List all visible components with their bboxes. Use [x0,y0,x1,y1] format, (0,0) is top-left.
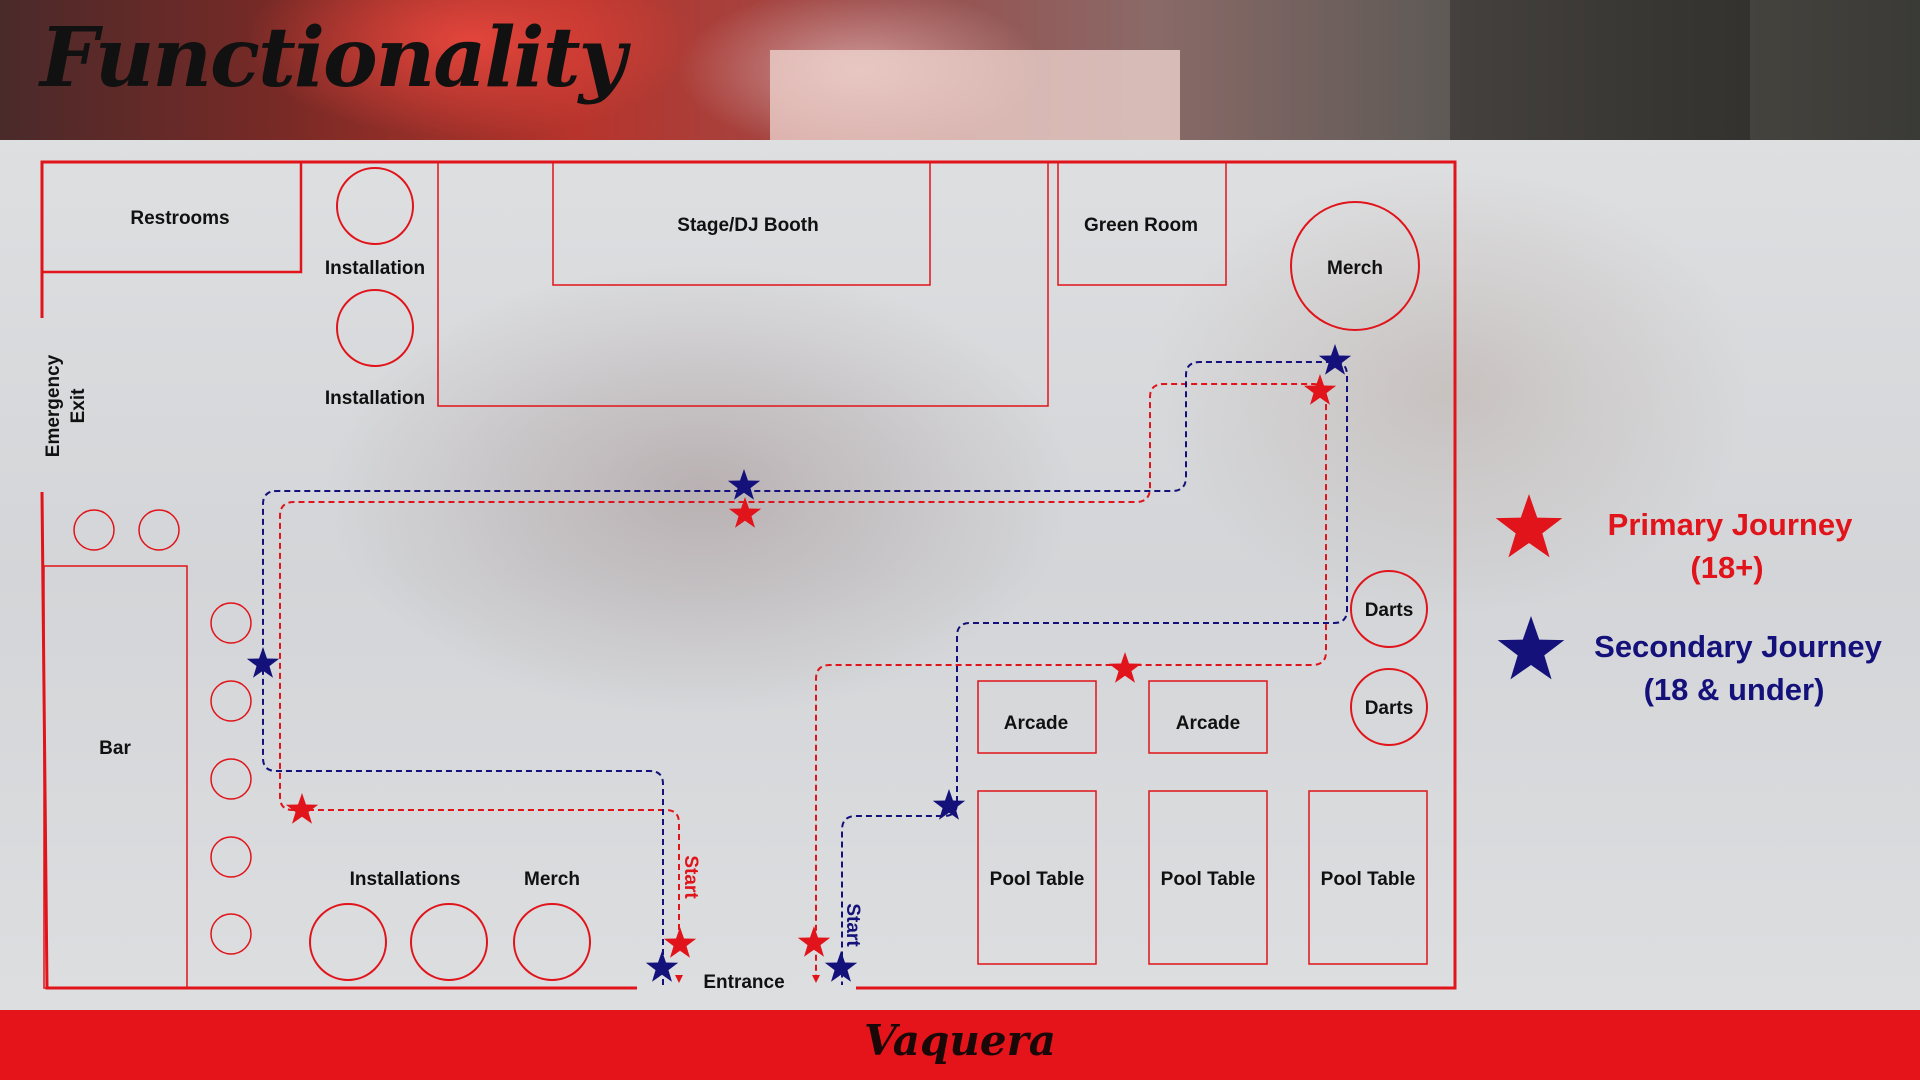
bar-stool-4 [210,836,252,878]
secondary-star-start [645,951,679,982]
pool-table-2-zone [1148,790,1268,965]
pool-table-3-label: Pool Table [1321,869,1416,890]
primary-star-arcade [1108,652,1142,683]
installations-circle-2 [410,903,488,981]
bar-label: Bar [99,738,131,759]
installations-circle-1 [309,903,387,981]
legend-primary-line1: Primary Journey [1608,507,1853,542]
legend-primary-line2: (18+) [1690,550,1763,585]
primary-journey-path-left [279,383,1327,980]
stage-truss-image [1450,0,1750,140]
bar-stool-3 [210,758,252,800]
primary-star-start [663,927,697,958]
red-star-icon [1495,494,1563,558]
arcade-1-zone [977,680,1097,754]
darts-2-circle [1350,668,1428,746]
bar-stool-2 [210,680,252,722]
primary-arrow-tips [675,975,820,983]
installation-2-circle [336,289,414,367]
pool-table-1-label: Pool Table [990,869,1085,890]
page-title: Functionality [40,10,626,106]
legend-secondary-line2: (18 & under) [1644,672,1825,707]
bar-stool-1 [210,602,252,644]
bar-table-1 [73,509,115,551]
venue-photo-background [0,140,1920,1010]
darts-1-circle [1350,570,1428,648]
installation-1-circle [336,167,414,245]
legend: Primary Journey (18+) Secondary Journey … [1495,494,1883,707]
footer-bar [0,1010,1920,1080]
pool-table-2-label: Pool Table [1161,869,1256,890]
darts-2-label: Darts [1365,698,1414,719]
entrance-label: Entrance [703,972,784,993]
primary-star-bar [285,793,319,824]
secondary-journey-path [262,361,1348,985]
green-room-zone [1057,161,1227,286]
bar-stool-5 [210,913,252,955]
bar-zone [43,565,188,989]
merch-top-label: Merch [1327,258,1383,279]
green-room-label: Green Room [1084,215,1198,236]
installation-2-label: Installation [325,388,425,409]
restrooms-label: Restrooms [130,208,229,229]
start-secondary-label: Start [842,903,863,947]
start-primary-label: Start [680,855,701,899]
stage-label: Stage/DJ Booth [677,215,818,236]
header-photo-band [0,0,1920,140]
merch-bottom-circle [513,903,591,981]
blue-star-icon [1497,616,1565,680]
installation-1-label: Installation [325,258,425,279]
arcade-2-label: Arcade [1176,713,1240,734]
stage-dj-booth-zone [552,161,931,286]
restrooms-zone [40,160,303,274]
merch-bottom-label: Merch [524,869,580,890]
arcade-1-label: Arcade [1004,713,1068,734]
pool-table-3-zone [1308,790,1428,965]
pool-table-1-zone [977,790,1097,965]
footer-brand-logo: Vaquera [864,1016,1056,1065]
emergency-exit-label-2: Exit [68,388,89,424]
legend-secondary-line1: Secondary Journey [1594,629,1882,664]
installations-label: Installations [350,869,461,890]
emergency-exit-label-1: Emergency [43,354,64,457]
bar-table-2 [138,509,180,551]
primary-star-entrance-right [797,926,831,957]
outer-walls [40,160,1457,990]
arcade-2-zone [1148,680,1268,754]
stage-curtain-image [770,50,1180,140]
stage-outer-zone [437,161,1049,407]
secondary-star-stage [727,469,761,500]
merch-top-circle [1290,201,1420,331]
darts-1-label: Darts [1365,600,1414,621]
primary-star-merch [1303,374,1337,405]
